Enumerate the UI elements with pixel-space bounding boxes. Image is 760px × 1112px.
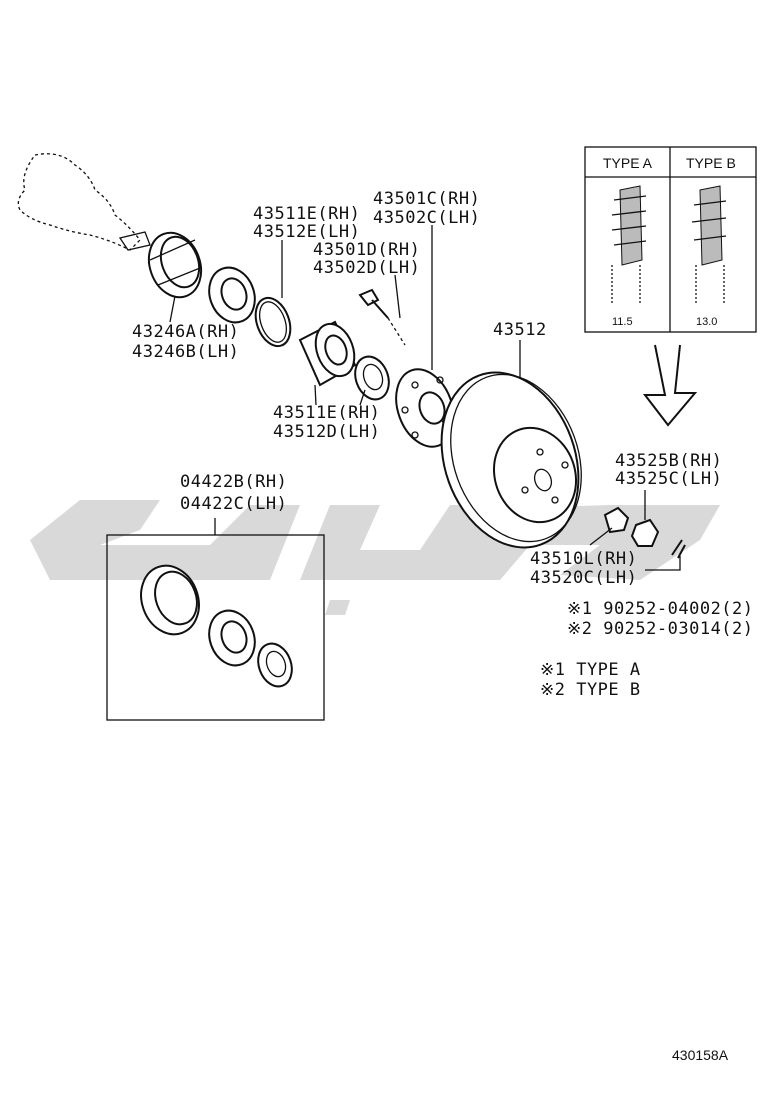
legend: ※1 TYPE A ※2 TYPE B	[540, 660, 641, 700]
label-43246: 43246A(RH) 43246B(LH)	[132, 322, 239, 362]
label-43525-rh: 43525B(RH)	[615, 451, 722, 471]
label-43511-top-rh: 43511E(RH)	[253, 204, 360, 224]
label-43501c-lh: 43502C(LH)	[373, 208, 480, 228]
label-04422-rh: 04422B(RH)	[180, 472, 287, 492]
label-43510-rh: 43510L(RH)	[530, 549, 637, 569]
label-43525-lh: 43525C(LH)	[615, 469, 722, 489]
inset-type-b: TYPE B	[686, 155, 736, 171]
brake-disc-43512	[440, 371, 582, 549]
label-43510-lh: 43520C(LH)	[530, 568, 637, 588]
oil-seal	[354, 355, 390, 401]
type-b-pin-icon: 13.0	[691, 185, 727, 328]
label-43246-rh: 43246A(RH)	[132, 322, 239, 342]
bearing-kit-box	[106, 534, 325, 721]
legend-item-1: ※1 TYPE A	[540, 660, 641, 680]
drive-shaft-outline	[17, 153, 151, 251]
inset-dim-a: 11.5	[612, 316, 633, 328]
legend-item-2: ※2 TYPE B	[540, 680, 641, 700]
inset-type-a: TYPE A	[603, 155, 653, 171]
label-43501c: 43501C(RH) 43502C(LH)	[373, 189, 480, 228]
label-43246-lh: 43246B(LH)	[132, 342, 239, 362]
label-43512: 43512	[493, 320, 547, 340]
label-43511-top-lh: 43512E(LH)	[253, 222, 360, 242]
cotter-pin-type-inset: TYPE A TYPE B 11.5 13.0	[584, 146, 757, 333]
hub-nut	[603, 506, 686, 559]
diagram-code: 430158A	[672, 1047, 729, 1063]
label-43511-mid-rh: 43511E(RH)	[273, 403, 380, 423]
label-43501d-lh: 43502D(LH)	[313, 258, 420, 278]
label-43510: 43510L(RH) 43520C(LH)	[530, 549, 637, 588]
label-43501d-rh: 43501D(RH)	[313, 240, 420, 260]
label-90252: ※1 90252-04002(2) ※2 90252-03014(2)	[567, 599, 754, 639]
snap-ring-43511	[254, 296, 292, 348]
label-43525: 43525B(RH) 43525C(LH)	[615, 451, 722, 489]
label-43501d: 43501D(RH) 43502D(LH)	[313, 240, 420, 278]
leader-lines	[169, 225, 681, 571]
label-43511-top: 43511E(RH) 43512E(LH)	[253, 204, 360, 242]
label-90252-type-a: ※1 90252-04002(2)	[567, 599, 754, 619]
label-04422: 04422B(RH) 04422C(LH)	[180, 472, 287, 514]
part-43246-seal	[147, 231, 203, 299]
label-43501c-rh: 43501C(RH)	[373, 189, 480, 209]
inner-bearing	[208, 266, 256, 324]
hub-bearing	[298, 320, 357, 387]
label-90252-type-b: ※2 90252-03014(2)	[567, 619, 754, 639]
inset-dim-b: 13.0	[696, 316, 717, 328]
type-a-pin-icon: 11.5	[611, 185, 647, 328]
hub-bolt	[358, 288, 406, 346]
label-04422-lh: 04422C(LH)	[180, 494, 287, 514]
label-43511-mid: 43511E(RH) 43512D(LH)	[273, 403, 380, 442]
label-43511-mid-lh: 43512D(LH)	[273, 422, 380, 442]
down-arrow-icon	[642, 344, 698, 427]
axle-hub-43501	[395, 368, 455, 448]
